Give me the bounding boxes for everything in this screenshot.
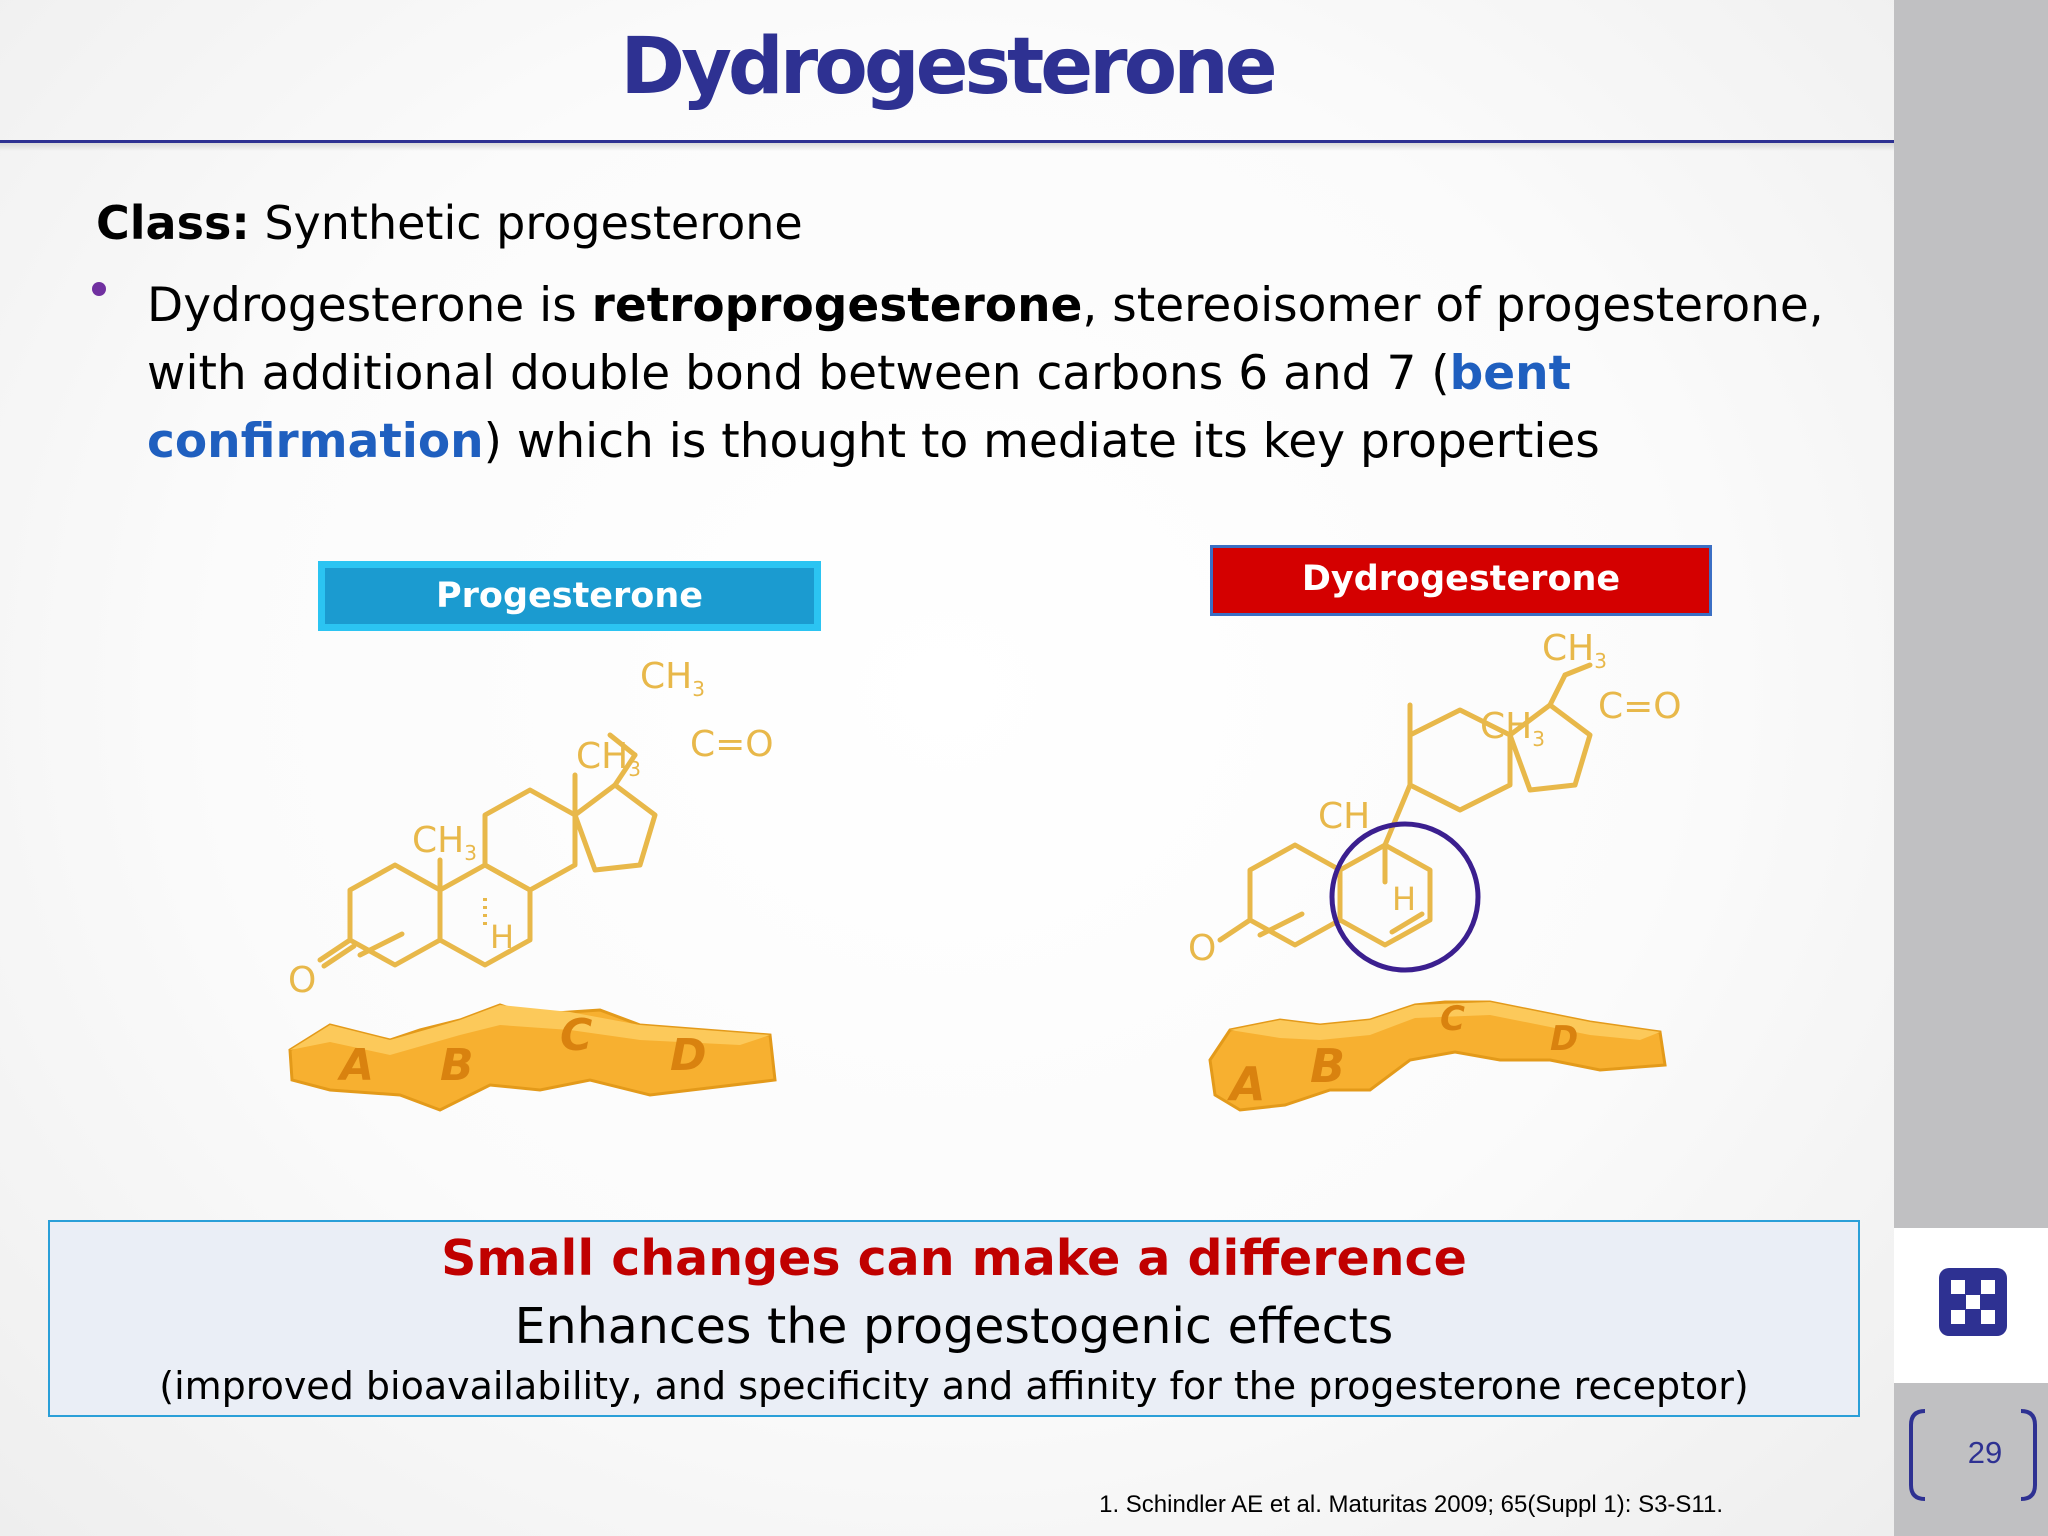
prog-ch3-mid: CH3 — [576, 736, 641, 781]
bullet-part-1: Dydrogesterone is — [147, 278, 592, 333]
bullet-highlight: bent confirmation — [147, 346, 1572, 469]
bullet-text: Dydrogesterone is retroprogesterone, ste… — [147, 272, 1867, 476]
dydro-hydrogen: H — [1392, 880, 1416, 918]
bullet-part-2: , stereoisomer of progesterone, with add… — [147, 278, 1824, 401]
dydro-ring-c: C — [1440, 999, 1465, 1039]
dydro-ring-a: A — [1227, 1057, 1266, 1111]
dydro-carbonyl: C=O — [1598, 686, 1682, 727]
prog-oxygen: O — [288, 960, 316, 1001]
slide: Dydrogesterone Class: Synthetic progeste… — [0, 0, 1894, 1536]
prog-ch3-left: CH3 — [412, 820, 477, 865]
prog-ring-c: C — [560, 1010, 592, 1061]
title-divider-shadow — [0, 143, 1894, 151]
summary-box: Small changes can make a difference Enha… — [48, 1220, 1860, 1417]
checker-logo-icon — [1939, 1268, 2007, 1336]
highlight-circle-icon — [1329, 821, 1481, 973]
reference-citation: 1. Schindler AE et al. Maturitas 2009; 6… — [1099, 1491, 1723, 1518]
summary-line-2: Enhances the progestogenic effects — [514, 1298, 1394, 1355]
progesterone-ring-block: A B C D — [288, 1003, 777, 1112]
class-label: Class: — [96, 196, 250, 250]
dydrogesterone-label: Dydrogesterone — [1210, 545, 1712, 616]
prog-ring-a: A — [337, 1040, 374, 1091]
summary-headline: Small changes can make a difference — [441, 1230, 1467, 1287]
class-value: Synthetic progesterone — [264, 196, 803, 250]
summary-line-3: (improved bioavailability, and specifici… — [159, 1364, 1749, 1408]
progesterone-label: Progesterone — [318, 561, 821, 631]
bullet-dot-icon — [92, 282, 106, 296]
dydro-oxygen: O — [1188, 928, 1216, 969]
title-divider — [0, 140, 1894, 143]
dydrogesterone-ring-block: A B C D — [1208, 999, 1667, 1112]
page-bracket-icon — [1909, 1409, 2037, 1501]
progesterone-structure: CH3 CH3 CH3 C=O H O A B C D — [288, 656, 777, 1112]
prog-carbonyl: C=O — [690, 724, 774, 765]
bullet-bold-term: retroprogesterone — [591, 278, 1083, 333]
dydro-ch3-top: CH3 — [1542, 628, 1607, 673]
bullet-part-3: ) which is thought to mediate its key pr… — [483, 414, 1600, 469]
dydro-ch3-mid: CH3 — [1480, 706, 1545, 751]
prog-ring-d: D — [670, 1030, 707, 1081]
dydro-ch-left: CH — [1318, 796, 1370, 837]
prog-hydrogen: H — [490, 918, 514, 956]
class-line: Class: Synthetic progesterone — [96, 196, 803, 250]
dydrogesterone-structure: CH CH3 CH3 C=O H O A B C D — [1188, 628, 1682, 1112]
slide-title: Dydrogesterone — [620, 22, 1277, 112]
prog-ring-b: B — [440, 1040, 474, 1091]
page-number: 29 — [1967, 1435, 2003, 1470]
sidebar-logo-panel — [1894, 1228, 2048, 1383]
dydro-ring-d: D — [1550, 1019, 1578, 1059]
prog-ch3-top: CH3 — [640, 656, 705, 701]
dydro-ring-b: B — [1310, 1039, 1345, 1093]
